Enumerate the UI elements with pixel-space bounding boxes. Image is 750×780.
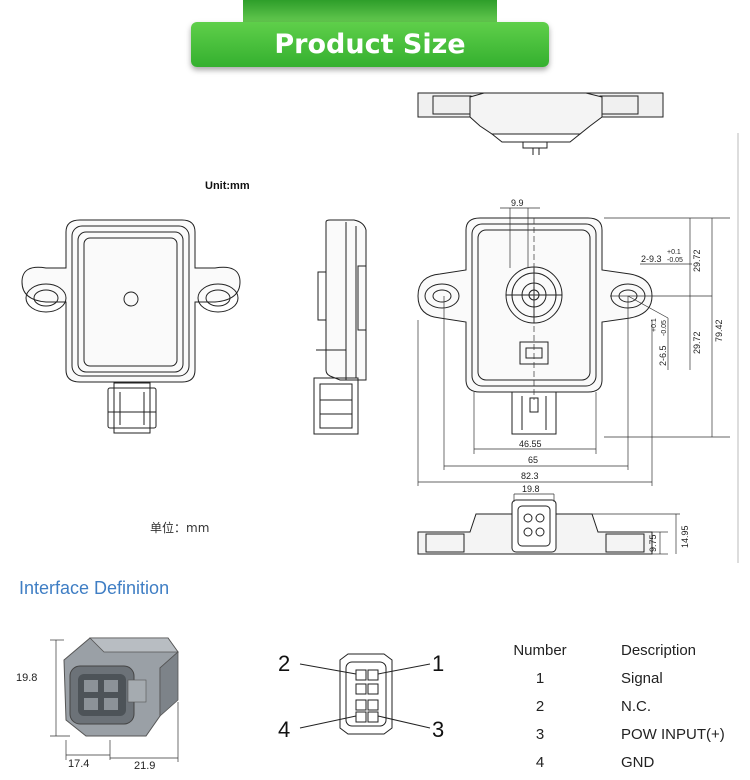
dim-stud-tol-lower: -0.05	[661, 320, 668, 336]
header-description: Description	[621, 641, 697, 659]
pin-label-3: 3	[432, 717, 444, 742]
dim-hole-tol-upper: +0.1	[667, 249, 681, 256]
dim-stud-tol-upper: +0.1	[651, 318, 658, 332]
dim-body-width: 46.55	[519, 439, 542, 449]
pin-label-4: 4	[278, 717, 290, 742]
dim-hole-dia: 2-9.3	[641, 254, 662, 264]
dim-stud-dia: 2-6.5	[658, 345, 668, 366]
unit-label: Unit:mm	[205, 180, 250, 192]
connector-depth: 17.4	[68, 758, 89, 770]
pin-description: Signal	[621, 669, 663, 687]
dim-lower-half: 29.72	[692, 331, 702, 354]
connector-height: 19.8	[16, 672, 37, 684]
pin-label-1: 1	[432, 651, 444, 676]
table-row: 2 N.C.	[500, 692, 750, 720]
pin-diagram	[299, 653, 431, 735]
pin-table: Number Description 1 Signal 2 N.C. 3 POW…	[500, 636, 750, 776]
dim-total-width: 82.3	[521, 471, 539, 481]
interface-title: Interface Definition	[19, 578, 170, 598]
pin-number: 4	[535, 753, 545, 771]
pin-label-2: 2	[278, 651, 290, 676]
side-view-drawing	[313, 219, 367, 435]
top-view-drawing	[417, 92, 664, 155]
product-size-banner: Product Size	[191, 22, 549, 67]
pin-number: 3	[535, 725, 545, 743]
dim-hole-spacing: 9.9	[511, 198, 524, 208]
divider	[737, 133, 739, 563]
dim-connector-width: 19.8	[522, 484, 540, 494]
table-row: 1 Signal	[500, 664, 750, 692]
connector-width: 21.9	[134, 760, 155, 772]
pin-description: N.C.	[621, 697, 651, 715]
table-row: 4 GND	[500, 748, 750, 776]
table-header-row: Number Description	[500, 636, 750, 664]
pin-description: POW INPUT(+)	[621, 725, 725, 743]
header-number: Number	[513, 641, 567, 659]
front-view-drawing	[21, 219, 241, 434]
page-title: Product Size	[274, 29, 466, 60]
dim-mount-width: 65	[528, 455, 538, 465]
pin-description: GND	[621, 753, 655, 771]
dim-total-height: 79.42	[714, 319, 724, 342]
table-row: 3 POW INPUT(+)	[500, 720, 750, 748]
dim-hole-tol-lower: -0.05	[667, 257, 683, 264]
unit-label-cn: 单位：mm	[150, 521, 210, 535]
pin-number: 2	[535, 697, 545, 715]
dimension-lines	[417, 207, 730, 555]
connector-illustration	[63, 637, 179, 737]
dim-upper-half: 29.72	[692, 249, 702, 272]
pin-number: 1	[535, 669, 545, 687]
dim-overall-height: 14.95	[680, 525, 690, 548]
dim-base-height: 9.75	[648, 534, 658, 552]
dimensioned-view-drawing	[417, 217, 653, 435]
connector-dimension-lines	[50, 639, 179, 762]
header-strip	[243, 0, 497, 22]
bottom-view-drawing	[417, 499, 653, 555]
